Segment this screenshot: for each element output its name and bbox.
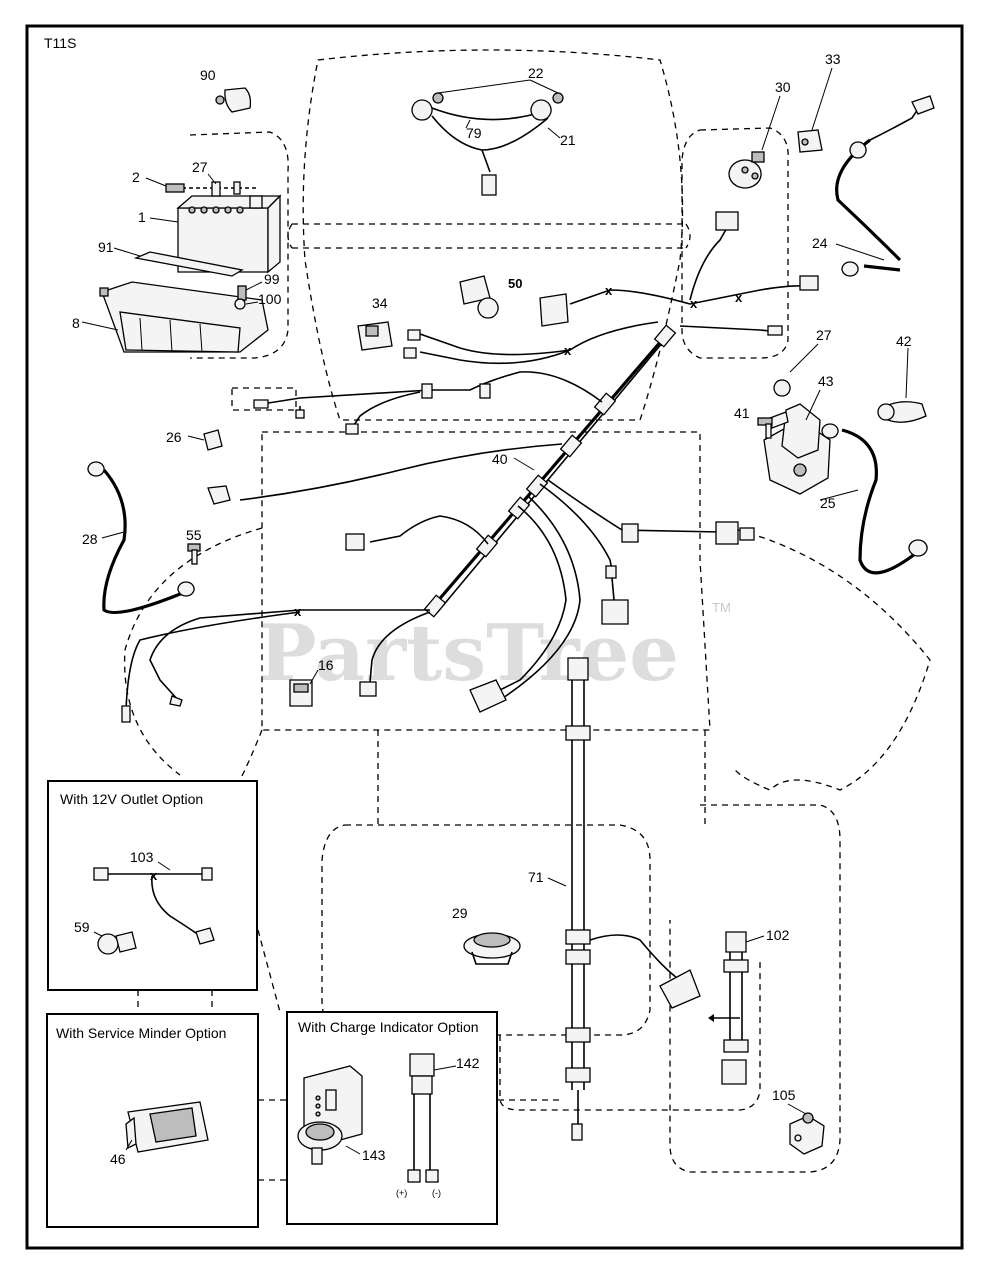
option-box-charge-indicator: With Charge Indicator Option 143 142 (+)… (286, 1011, 498, 1225)
option-title-charge-indicator: With Charge Indicator Option (298, 1019, 479, 1035)
label-16: 16 (318, 657, 334, 673)
label-50: 50 (508, 276, 522, 291)
terminal-cover-90 (215, 87, 252, 113)
battery-tray-8 (99, 281, 269, 353)
label-103: 103 (130, 849, 154, 865)
fuse-26 (203, 429, 223, 451)
main-harness-40: x x x x x (121, 211, 819, 723)
label-22: 22 (528, 65, 544, 81)
ignition-switch-30 (728, 151, 765, 189)
label-41: 41 (734, 405, 750, 421)
bolt-41 (757, 417, 773, 439)
label-21: 21 (560, 132, 576, 148)
option-title-12v-outlet: With 12V Outlet Option (60, 791, 203, 807)
label-90: 90 (200, 67, 216, 83)
key-33 (797, 129, 823, 153)
diagram-frame (25, 24, 964, 1250)
label-29: 29 (452, 905, 468, 921)
label-71: 71 (528, 869, 544, 885)
svg-text:x: x (294, 604, 302, 619)
label-143: 143 (362, 1147, 386, 1163)
option-box-12v-outlet: With 12V Outlet Option x 103 59 (47, 780, 258, 991)
label-plus: (+) (396, 1188, 407, 1198)
label-33: 33 (825, 51, 841, 67)
label-26: 26 (166, 429, 182, 445)
label-1: 1 (138, 209, 146, 225)
battery-cable-24 (835, 95, 935, 277)
watermark-tm: TM (712, 600, 731, 615)
relay-102 (708, 931, 749, 1085)
label-46: 46 (110, 1151, 126, 1167)
battery (165, 181, 282, 274)
label-43: 43 (818, 373, 834, 389)
option-title-service-minder: With Service Minder Option (56, 1025, 226, 1041)
label-34: 34 (372, 295, 388, 311)
part-29 (463, 932, 521, 965)
label-27-solenoid: 27 (816, 327, 832, 343)
label-100: 100 (258, 291, 282, 307)
label-40: 40 (492, 451, 508, 467)
screw-55 (187, 543, 201, 565)
label-28: 28 (82, 531, 98, 547)
label-91: 91 (98, 239, 114, 255)
label-30: 30 (775, 79, 791, 95)
switch-34 (357, 321, 393, 351)
battery-strap-91 (133, 251, 244, 277)
label-102: 102 (766, 927, 790, 943)
label-27-battery: 27 (192, 159, 208, 175)
ground-cable-28 (87, 461, 195, 615)
label-2: 2 (132, 169, 140, 185)
switch-50 (459, 275, 569, 327)
svg-text:x: x (690, 296, 698, 311)
diagram-code: T11S (44, 35, 76, 51)
label-24: 24 (812, 235, 828, 251)
part-105 (789, 1112, 825, 1155)
headlight-harness (411, 79, 564, 196)
svg-text:x: x (605, 283, 613, 298)
label-142: 142 (456, 1055, 480, 1071)
tractor-outline (123, 49, 931, 1181)
cable-25 (821, 423, 928, 575)
solenoid-43 (763, 379, 831, 495)
svg-text:x: x (735, 290, 743, 305)
svg-text:x: x (150, 868, 158, 883)
label-59: 59 (74, 919, 90, 935)
label-42: 42 (896, 333, 912, 349)
label-105: 105 (772, 1087, 796, 1103)
label-8: 8 (72, 315, 80, 331)
label-79: 79 (466, 125, 482, 141)
boot-42 (877, 401, 927, 423)
label-99: 99 (264, 271, 280, 287)
label-25: 25 (820, 495, 836, 511)
bolt-99-nut-100 (234, 285, 247, 310)
harness-71 (565, 657, 701, 1141)
label-minus: (-) (432, 1188, 441, 1198)
option-box-service-minder: With Service Minder Option 46 (46, 1013, 259, 1228)
svg-text:x: x (564, 343, 572, 358)
connector-16 (289, 679, 313, 707)
label-55: 55 (186, 527, 202, 543)
